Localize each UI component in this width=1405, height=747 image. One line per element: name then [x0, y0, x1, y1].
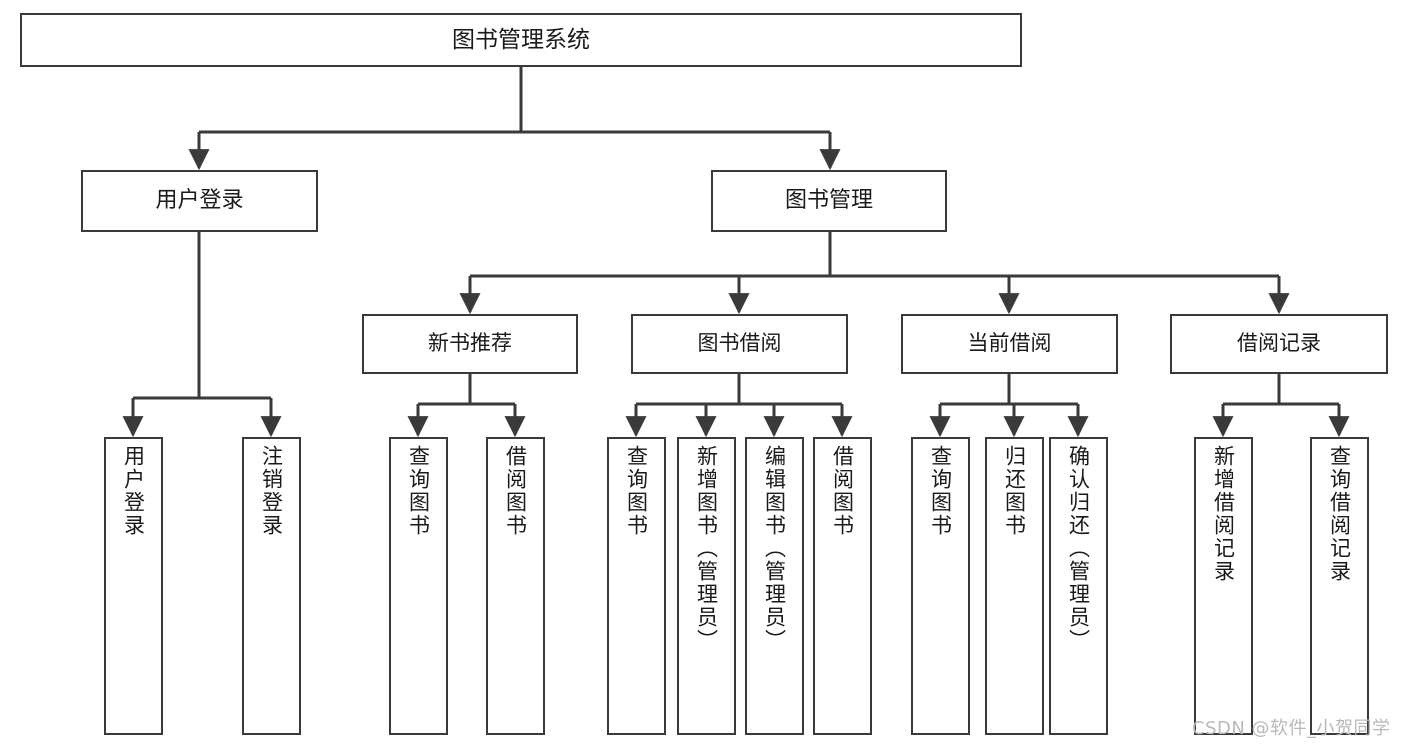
- node-borrow-record[interactable]: 借阅记录: [1170, 314, 1388, 374]
- leaf-borrow-book-1-label: 借阅图书: [503, 445, 528, 537]
- node-user-login[interactable]: 用户登录: [81, 170, 318, 232]
- leaf-add-book-label: 新增图书（管理员）: [694, 445, 719, 652]
- leaf-query-book-1-label: 查询图书: [406, 445, 431, 537]
- leaf-user-login[interactable]: 用户登录: [104, 437, 163, 735]
- leaf-return-book[interactable]: 归还图书: [985, 437, 1044, 735]
- node-root[interactable]: 图书管理系统: [20, 13, 1022, 67]
- leaf-query-book-3[interactable]: 查询图书: [911, 437, 970, 735]
- leaf-add-record[interactable]: 新增借阅记录: [1194, 437, 1253, 735]
- leaf-query-book-2[interactable]: 查询图书: [607, 437, 666, 735]
- node-book-manage-label: 图书管理: [784, 187, 873, 213]
- leaf-edit-book[interactable]: 编辑图书（管理员）: [745, 437, 804, 735]
- leaf-borrow-book-2-label: 借阅图书: [830, 445, 855, 537]
- node-current-borrow-label: 当前借阅: [967, 331, 1052, 356]
- node-new-book-rec-label: 新书推荐: [428, 331, 512, 356]
- leaf-query-record-label: 查询借阅记录: [1327, 445, 1352, 583]
- leaf-query-book-3-label: 查询图书: [928, 445, 953, 537]
- node-new-book-rec[interactable]: 新书推荐: [362, 314, 578, 374]
- leaf-user-login-label: 用户登录: [121, 445, 146, 537]
- leaf-borrow-book-2[interactable]: 借阅图书: [813, 437, 872, 735]
- leaf-logout[interactable]: 注销登录: [242, 437, 301, 735]
- csdn-watermark: CSDN @软件_小贺同学: [1192, 718, 1391, 739]
- node-book-borrow-label: 图书借阅: [697, 331, 782, 356]
- leaf-confirm-return[interactable]: 确认归还（管理员）: [1049, 437, 1108, 735]
- leaf-return-book-label: 归还图书: [1002, 445, 1027, 537]
- node-root-label: 图书管理系统: [452, 26, 590, 53]
- leaf-query-book-1[interactable]: 查询图书: [389, 437, 448, 735]
- node-book-borrow[interactable]: 图书借阅: [631, 314, 848, 374]
- leaf-borrow-book-1[interactable]: 借阅图书: [486, 437, 545, 735]
- leaf-add-record-label: 新增借阅记录: [1211, 445, 1236, 583]
- leaf-confirm-return-label: 确认归还（管理员）: [1066, 445, 1091, 652]
- node-user-login-label: 用户登录: [155, 187, 244, 213]
- leaf-edit-book-label: 编辑图书（管理员）: [762, 445, 787, 652]
- node-current-borrow[interactable]: 当前借阅: [901, 314, 1118, 374]
- node-borrow-record-label: 借阅记录: [1237, 331, 1321, 356]
- leaf-query-book-2-label: 查询图书: [624, 445, 649, 537]
- leaf-query-record[interactable]: 查询借阅记录: [1310, 437, 1369, 735]
- node-book-manage[interactable]: 图书管理: [711, 170, 947, 232]
- leaf-add-book[interactable]: 新增图书（管理员）: [677, 437, 736, 735]
- leaf-logout-label: 注销登录: [259, 445, 284, 537]
